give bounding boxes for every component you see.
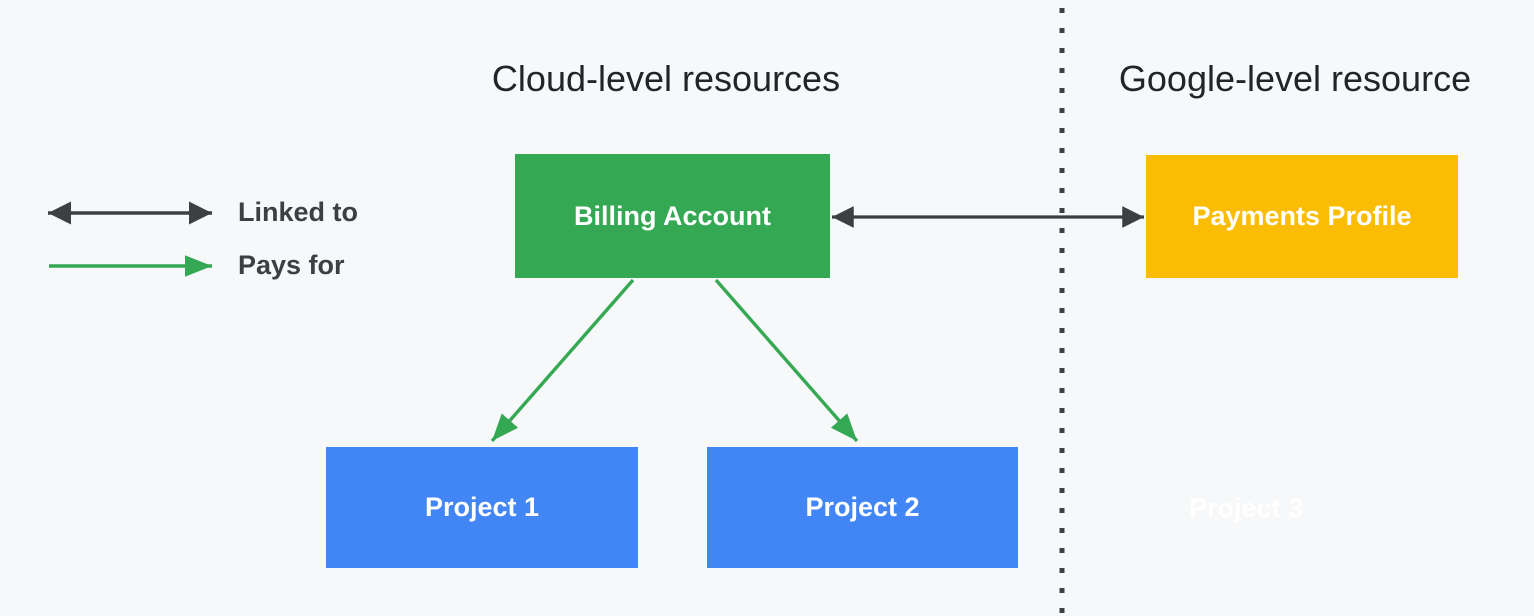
billing-account-label: Billing Account	[574, 200, 771, 231]
pays-for-arrow-project-1	[490, 278, 635, 443]
project-1-node: Project 1	[326, 447, 638, 568]
project-2-label: Project 2	[805, 492, 920, 522]
google-level-resource-title: Google-level resource	[1118, 58, 1472, 99]
legend-label-linked-to: Linked to	[238, 196, 358, 227]
project-2-node: Project 2	[707, 447, 1018, 568]
payments-profile-label: Payments Profile	[1192, 201, 1412, 231]
billing-account-node: Billing Account	[515, 154, 830, 278]
project-3-ghost-label: Project 3	[1188, 492, 1304, 523]
legend-label-pays-for: Pays for	[238, 249, 345, 280]
cloud-level-resources-title: Cloud-level resources	[491, 58, 841, 99]
pays-for-arrow-project-2	[714, 278, 859, 443]
project-1-label: Project 1	[424, 492, 540, 522]
payments-profile-node: Payments Profile	[1146, 155, 1458, 278]
